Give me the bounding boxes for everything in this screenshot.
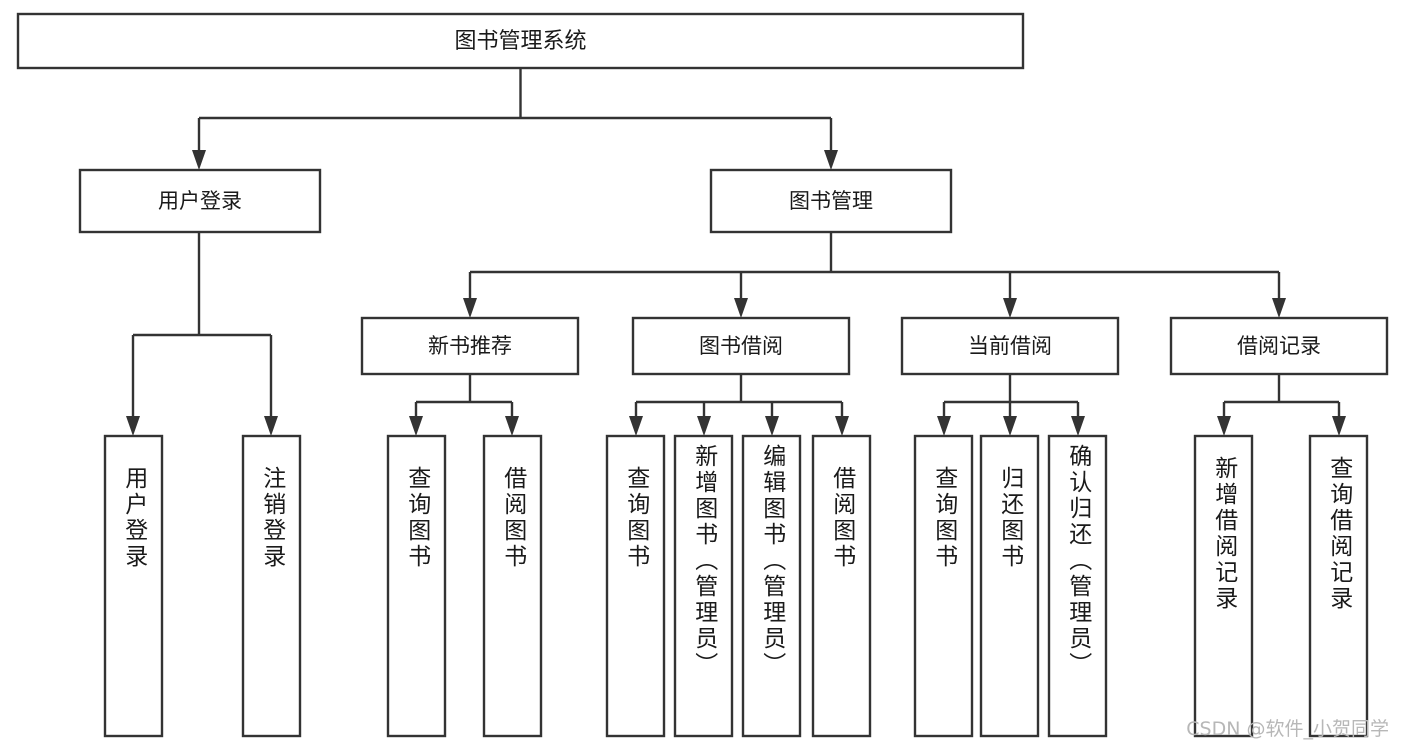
- node-label-book-management: 图书管理: [789, 189, 873, 213]
- arrow-borrow-to-l3: [765, 416, 779, 436]
- node-box-user-login[interactable]: [78, 168, 322, 234]
- arrow-borrow-to-l4: [835, 416, 849, 436]
- node-box-leaf-borrow-2[interactable]: [673, 434, 734, 738]
- arrow-newbook-to-l2: [505, 416, 519, 436]
- arrow-record-to-l2: [1332, 416, 1346, 436]
- node-box-leaf-borrow-1[interactable]: [605, 434, 666, 738]
- arrow-userlogin-to-leaf1: [126, 416, 140, 436]
- node-label-root: 图书管理系统: [454, 29, 586, 54]
- arrow-borrow-to-l2: [697, 416, 711, 436]
- arrow-current-to-l3: [1071, 416, 1085, 436]
- node-box-leaf-new-book-2[interactable]: [482, 434, 543, 738]
- arrow-bookmgmt-to-new-book: [463, 298, 477, 318]
- node-label-book-borrow: 图书借阅: [699, 334, 783, 358]
- node-box-leaf-current-3[interactable]: [1047, 434, 1108, 738]
- node-box-leaf-record-2[interactable]: [1308, 434, 1369, 738]
- arrow-current-to-l1: [937, 416, 951, 436]
- arrow-borrow-to-l1: [629, 416, 643, 436]
- node-box-leaf-user-login-2[interactable]: [241, 434, 302, 738]
- node-box-leaf-record-1[interactable]: [1193, 434, 1254, 738]
- node-box-leaf-current-1[interactable]: [913, 434, 974, 738]
- arrow-userlogin-to-leaf2: [264, 416, 278, 436]
- node-box-leaf-user-login-1[interactable]: [103, 434, 164, 738]
- arrow-bookmgmt-to-record: [1272, 298, 1286, 318]
- node-label-current-borrow: 当前借阅: [968, 334, 1052, 358]
- arrow-root-to-user-login: [192, 150, 206, 170]
- node-box-current-borrow[interactable]: [900, 316, 1120, 376]
- arrow-record-to-l1: [1217, 416, 1231, 436]
- node-label-new-book-recommend: 新书推荐: [428, 334, 512, 358]
- arrow-root-to-book-mgmt: [824, 150, 838, 170]
- node-label-user-login: 用户登录: [158, 189, 242, 213]
- node-label-borrow-record: 借阅记录: [1237, 334, 1321, 358]
- node-box-leaf-new-book-1[interactable]: [386, 434, 447, 738]
- node-box-new-book-recommend[interactable]: [360, 316, 580, 376]
- node-box-root[interactable]: [16, 12, 1025, 70]
- node-box-leaf-current-2[interactable]: [979, 434, 1040, 738]
- node-box-leaf-borrow-3[interactable]: [741, 434, 802, 738]
- arrow-bookmgmt-to-borrow: [734, 298, 748, 318]
- arrow-current-to-l2: [1003, 416, 1017, 436]
- node-box-borrow-record[interactable]: [1169, 316, 1389, 376]
- node-layer: 图书管理系统 用户登录 图书管理 新书推荐 图书借阅 当前借阅 借阅记录: [16, 12, 1389, 738]
- node-box-leaf-borrow-4[interactable]: [811, 434, 872, 738]
- node-box-book-borrow[interactable]: [631, 316, 851, 376]
- arrow-newbook-to-l1: [409, 416, 423, 436]
- connector-layer: [126, 68, 1346, 436]
- arrow-bookmgmt-to-current: [1003, 298, 1017, 318]
- node-box-book-management[interactable]: [709, 168, 953, 234]
